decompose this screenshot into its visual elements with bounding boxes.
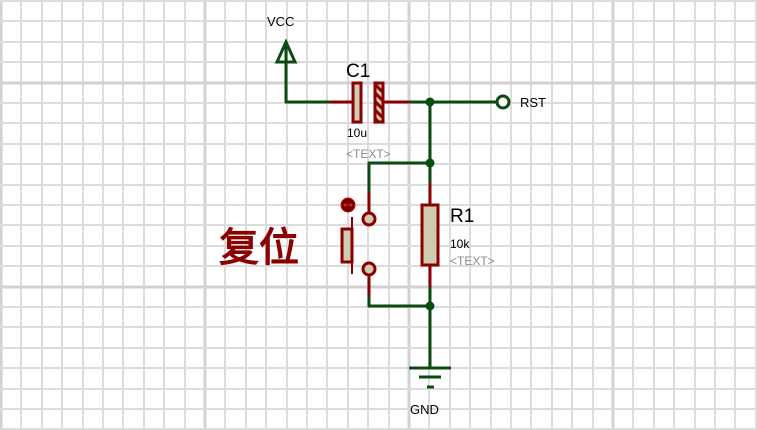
switch-handle-icon[interactable] [340, 197, 356, 213]
wires [285, 100, 497, 368]
terminal-circle-icon [361, 261, 377, 277]
terminal-circle-icon [495, 94, 511, 110]
gnd-label: GND [410, 402, 439, 417]
c1-value: 10u [347, 126, 367, 140]
terminal-circle-icon [361, 211, 377, 227]
rst-terminal[interactable]: RST [495, 94, 546, 110]
junction-dot-icon [425, 301, 435, 311]
vcc-label: VCC [267, 14, 294, 29]
resistor-body [420, 203, 440, 267]
capacitor-plate-polarized [373, 81, 385, 124]
gnd-terminal[interactable]: GND [409, 366, 451, 417]
r1-text: <TEXT> [450, 254, 495, 268]
c1-ref: C1 [346, 61, 370, 82]
reset-label: 复位 [219, 224, 299, 271]
r1-ref: R1 [450, 206, 474, 227]
junction-dot-icon [425, 158, 435, 168]
junction-dot-icon [425, 97, 435, 107]
capacitor-c1[interactable]: C1 10u <TEXT> [330, 61, 410, 161]
ground-icon [409, 366, 451, 389]
c1-text: <TEXT> [346, 147, 391, 161]
vcc-terminal[interactable]: VCC [267, 14, 298, 103]
r1-value: 10k [450, 237, 470, 251]
resistor-r1[interactable]: R1 10k <TEXT> [420, 183, 495, 287]
capacitor-plate [351, 81, 363, 124]
switch-plunger [340, 227, 354, 264]
junctions [425, 97, 435, 311]
reset-button-switch[interactable] [340, 192, 377, 296]
rst-label: RST [520, 95, 546, 110]
